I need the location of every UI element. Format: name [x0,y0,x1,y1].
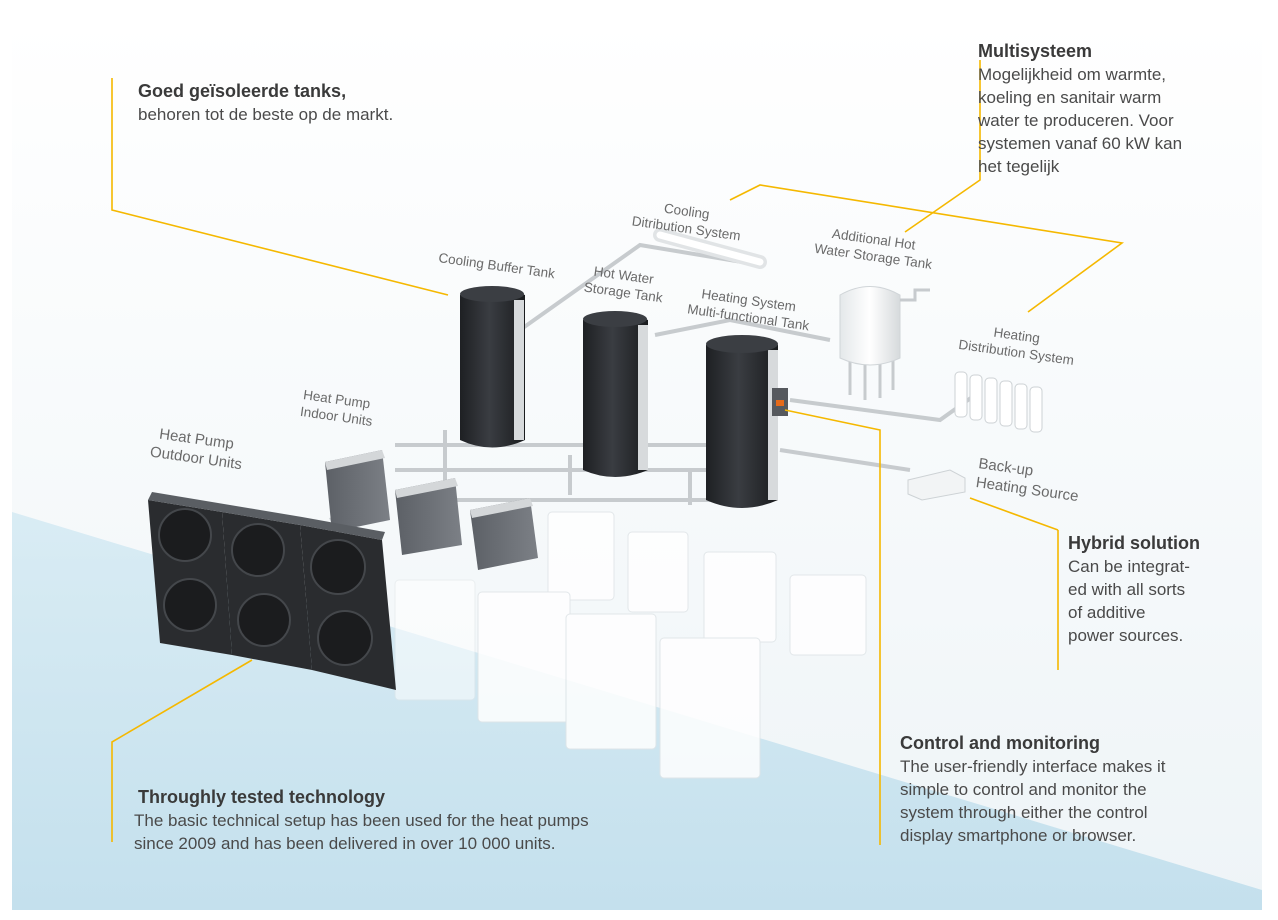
callout-control-line: The user-friendly interface makes it [900,757,1166,776]
callout-control: Control and monitoring The user-friendly… [900,732,1250,847]
callout-control-line: system through either the control [900,803,1148,822]
heating-distribution-radiator [954,371,1043,433]
heating-multifunctional-tank [706,335,788,508]
callout-tanks-body: behoren tot de beste op de markt. [138,105,394,124]
outdoor-units [148,492,396,690]
callout-lines [111,60,1125,845]
cooling-distribution-pipe [653,228,767,269]
callout-tested-heading: Throughly tested technology [138,787,386,807]
callout-tanks: Goed geïsoleerde tanks, behoren tot de b… [138,80,478,126]
callout-hybrid-line: Can be integrat- [1068,557,1190,576]
callout-multisystem-line: water te produceren. Voor [978,111,1174,130]
hot-water-storage-tank [583,311,648,477]
callout-tanks-heading: Goed geïsoleerde tanks, [138,81,347,101]
callout-tested-line: The basic technical setup has been used … [134,811,589,830]
callout-multisystem-line: Mogelijkheid om warmte, [978,65,1167,84]
backup-heating-source [907,469,966,501]
callout-multisystem-line: systemen vanaf 60 kW kan [978,134,1183,153]
callout-hybrid-heading: Hybrid solution [1068,533,1200,553]
callout-multisystem-line: koeling en sanitair warm [978,88,1162,107]
callout-tested: Throughly tested technology The basic te… [134,786,694,855]
callout-tested-line: since 2009 and has been delivered in ove… [134,834,556,853]
callout-multisystem: Multisysteem Mogelijkheid om warmte, koe… [978,40,1248,178]
callout-multisystem-heading: Multisysteem [978,41,1093,61]
callout-multisystem-line: het tegelijk [978,157,1060,176]
indoor-units [325,450,538,570]
callout-control-line: display smartphone or browser. [900,826,1137,845]
additional-hot-water-tank [839,286,930,400]
cooling-buffer-tank [460,286,525,448]
callout-hybrid-line: ed with all sorts [1068,580,1186,599]
ghost-units [394,511,867,779]
callout-control-line: simple to control and monitor the [900,780,1147,799]
callout-hybrid: Hybrid solution Can be integrat- ed with… [1068,532,1248,647]
callout-hybrid-line: of additive [1068,603,1146,622]
callout-control-heading: Control and monitoring [900,733,1100,753]
callout-hybrid-line: power sources. [1068,626,1184,645]
